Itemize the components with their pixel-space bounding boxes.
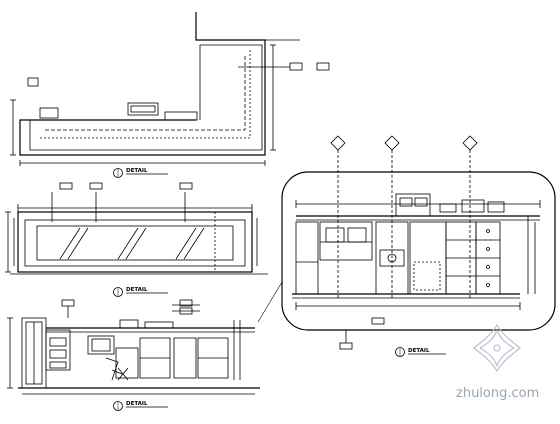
plan-view	[10, 12, 330, 166]
section-marker-2	[384, 135, 400, 298]
detail-leader-line	[257, 281, 283, 323]
watermark-logo-icon	[473, 323, 521, 373]
plan-view-title: DETAIL	[113, 168, 168, 178]
front-elevation	[5, 182, 268, 275]
side-elevation	[7, 299, 260, 395]
plan-view-detail-label: DETAIL	[126, 168, 148, 174]
watermark: zhulong.com	[456, 323, 539, 401]
side-elevation-detail-label: DETAIL	[126, 401, 148, 407]
section-marker-1	[330, 135, 346, 298]
front-elevation-detail-label: DETAIL	[126, 287, 148, 293]
section-marker-3	[462, 135, 478, 298]
front-elevation-title: DETAIL	[113, 287, 168, 297]
side-elevation-title: DETAIL	[113, 401, 168, 411]
zoomed-detail	[281, 135, 556, 350]
zoomed-detail-title: DETAIL	[395, 347, 446, 357]
zoomed-detail-label: DETAIL	[408, 348, 430, 354]
watermark-text: zhulong.com	[456, 386, 539, 401]
